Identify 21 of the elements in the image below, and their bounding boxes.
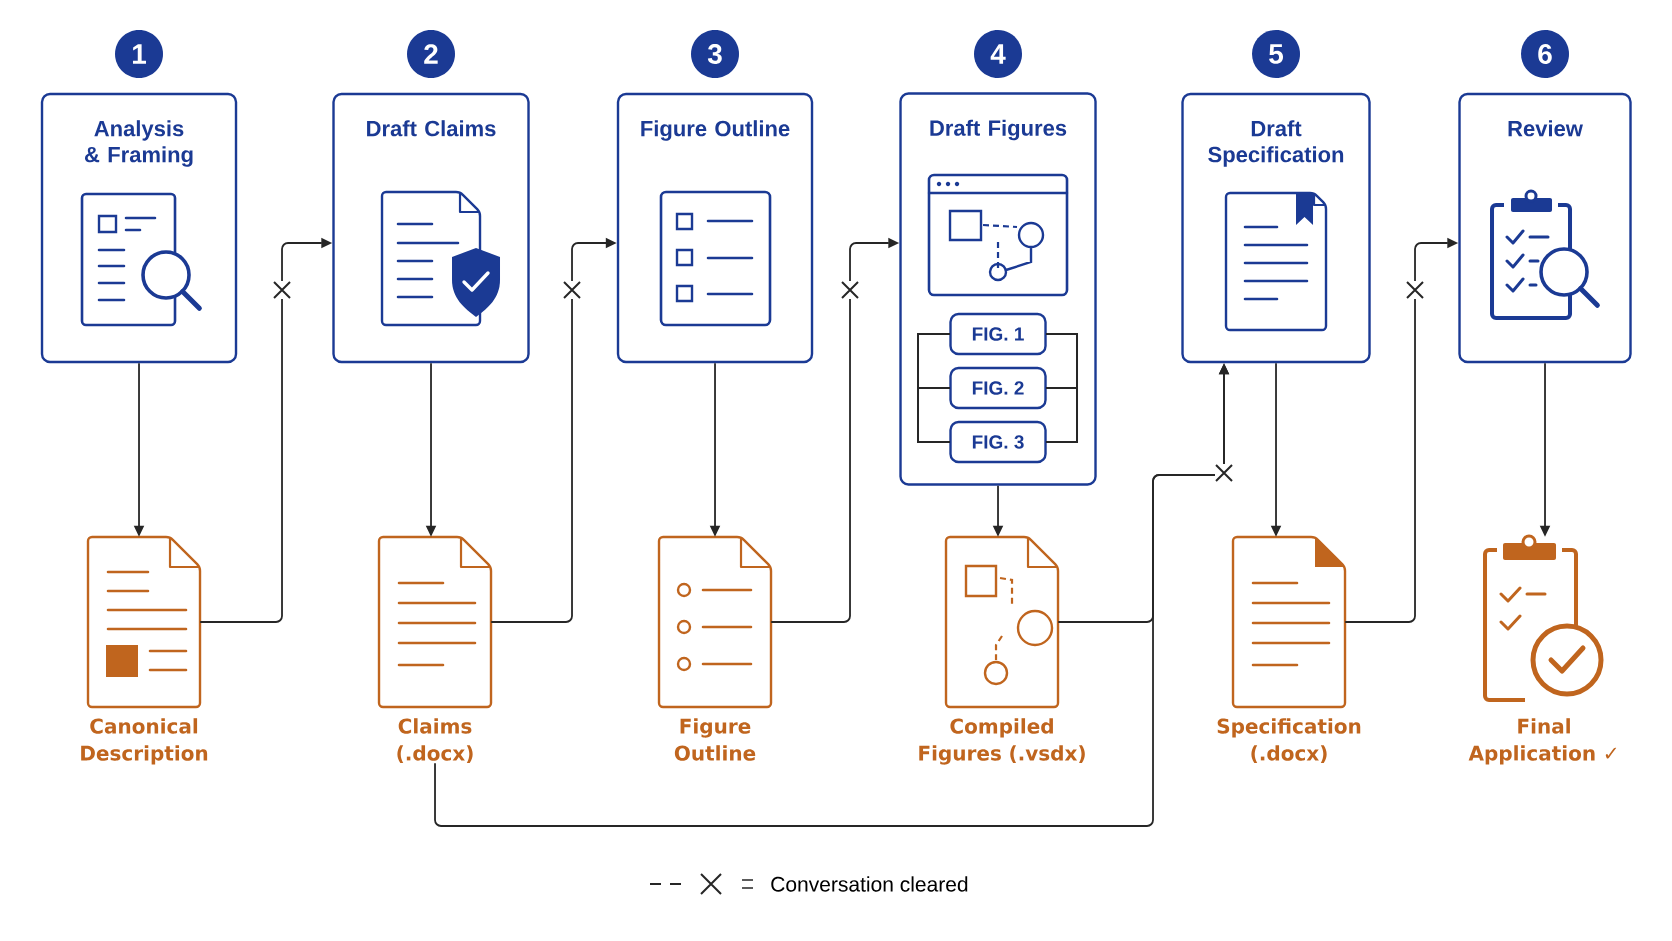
step-number: 4 (974, 30, 1022, 78)
step-number: 2 (407, 30, 455, 78)
document-label: Canonical Description (81, 718, 208, 765)
document-label: Specification (.docx) (1217, 718, 1361, 764)
step-box: Review (1458, 92, 1632, 364)
document-label: Figure Outline (674, 718, 756, 761)
document-label: Final Application ✓ (1468, 718, 1617, 765)
legend-text: Conversation cleared (771, 876, 968, 892)
step-box: Analysis & Framing (40, 92, 238, 364)
figure-box: FIG. 1 (949, 312, 1047, 356)
step-box: Figure Outline (616, 92, 814, 364)
figure-box: FIG. 3 (949, 420, 1047, 464)
step-box: Draft Claims (332, 92, 530, 364)
figure-box: FIG. 2 (949, 366, 1047, 410)
step-number: 6 (1521, 30, 1569, 78)
document-label: Compiled Figures (.vsdx) (919, 718, 1085, 765)
step-box: Draft Specification (1181, 92, 1371, 364)
step-number: 1 (115, 30, 163, 78)
step-number: 3 (691, 30, 739, 78)
document-label: Claims (.docx) (397, 718, 473, 764)
step-number: 5 (1252, 30, 1300, 78)
